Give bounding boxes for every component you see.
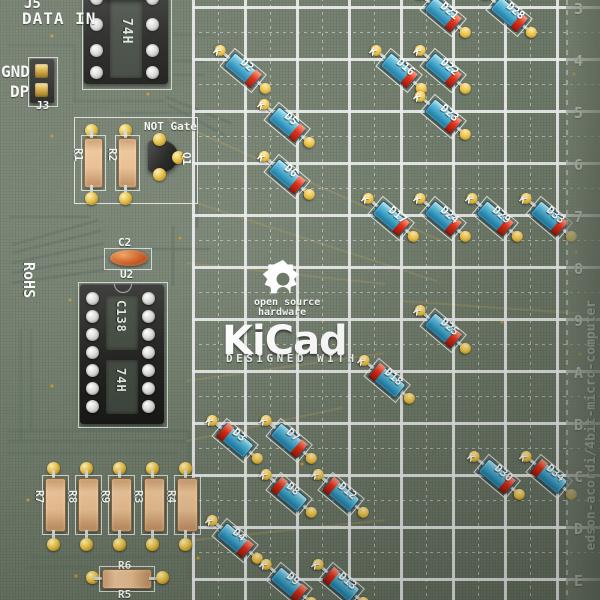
u2-label: U2 bbox=[120, 268, 133, 281]
not-gate-label: NOT Gate bbox=[144, 120, 197, 133]
j3-label: J3 bbox=[36, 99, 49, 112]
oshw-line2: hardware bbox=[258, 307, 306, 318]
socket-u2-label-a: C138 bbox=[114, 300, 128, 333]
socket-u1-label: 74H bbox=[119, 18, 134, 44]
r8-label: R8 bbox=[66, 490, 79, 503]
not-gate-outline bbox=[74, 117, 198, 204]
dp-label: DP bbox=[10, 82, 29, 101]
data-in-label: DATA IN bbox=[22, 9, 96, 28]
c2-label: C2 bbox=[118, 236, 131, 249]
oshw-line1: open source bbox=[254, 297, 320, 308]
r4-label: R4 bbox=[165, 490, 178, 503]
kicad-logo-text: KiCad bbox=[222, 318, 348, 364]
r3-label: R3 bbox=[132, 490, 145, 503]
transistor-q1[interactable] bbox=[148, 133, 185, 181]
j5-label: J5 bbox=[24, 0, 41, 12]
r9-label: R9 bbox=[99, 490, 112, 503]
open-source-hardware-logo bbox=[258, 258, 308, 304]
q1-label: Q1 bbox=[180, 152, 193, 165]
gnd-label: GND bbox=[1, 62, 30, 81]
rohs-label: RoHS bbox=[20, 262, 38, 298]
r1-label: R1 bbox=[72, 148, 85, 161]
board-right-edge bbox=[566, 0, 600, 600]
socket-u2-label-b: 74H bbox=[114, 368, 128, 393]
r2-label: R2 bbox=[106, 148, 119, 161]
r6-label: R6 bbox=[118, 559, 131, 572]
r5-label: R5 bbox=[118, 588, 131, 600]
kicad-sub-text: DESIGNED WITH bbox=[226, 352, 358, 365]
r7-label: R7 bbox=[33, 490, 46, 503]
